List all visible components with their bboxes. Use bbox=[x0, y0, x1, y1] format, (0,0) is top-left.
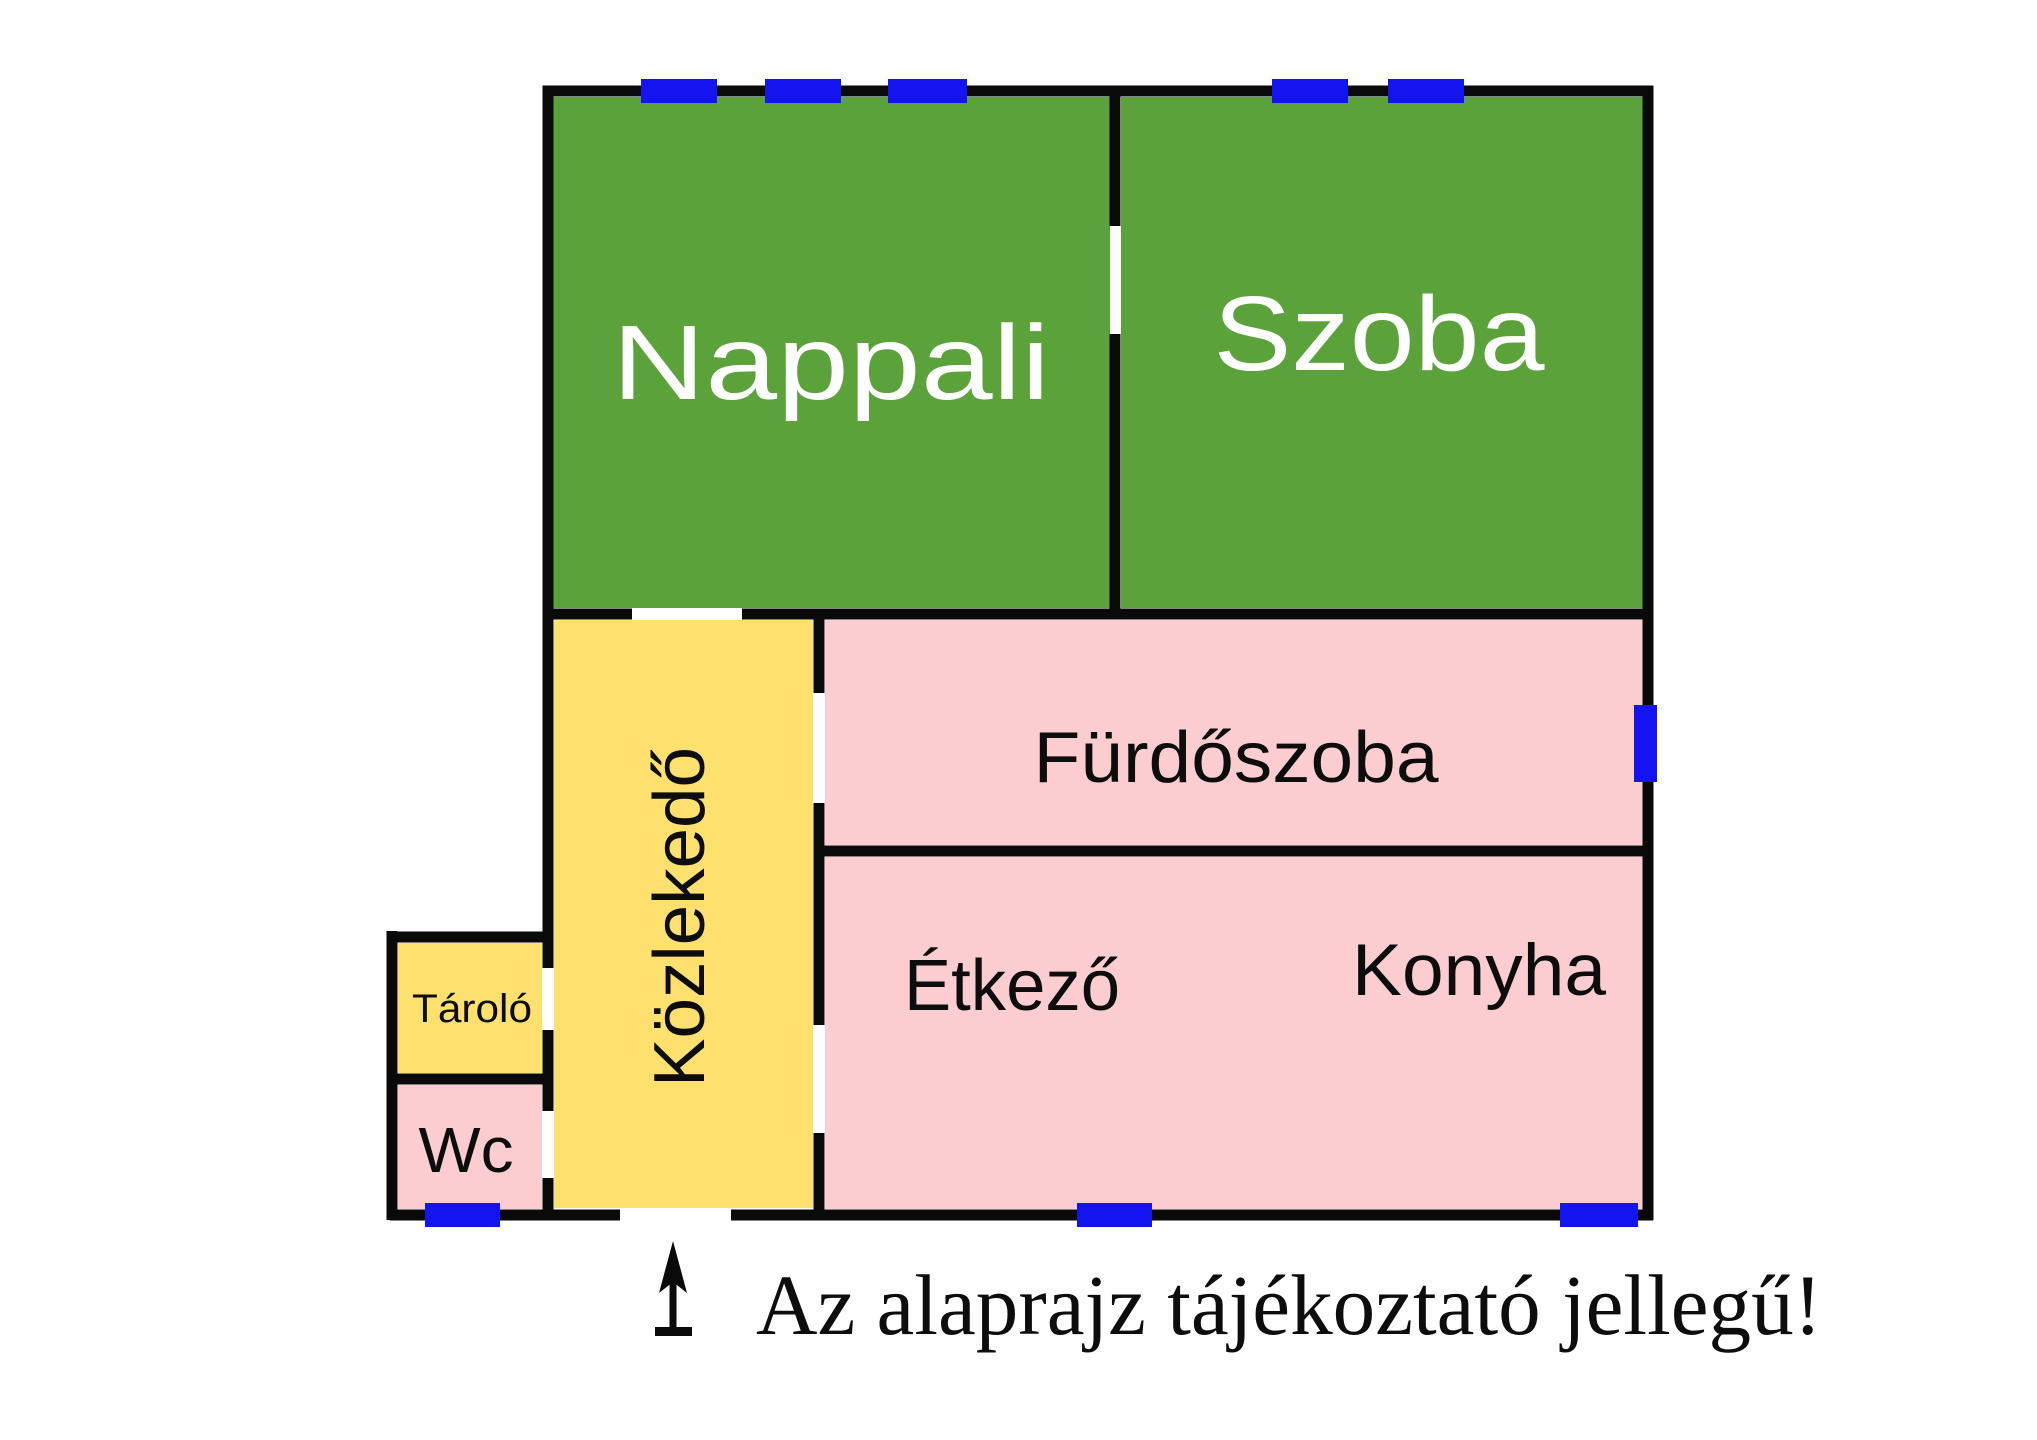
walls bbox=[386, 85, 1654, 1221]
room-labels: Nappali Szoba Fürdőszoba Étkező Konyha K… bbox=[412, 275, 1606, 1186]
north-arrow-shaft bbox=[669, 1275, 677, 1331]
room-szoba bbox=[1121, 97, 1643, 608]
room-label-wc: Wc bbox=[419, 1114, 514, 1186]
room-kozlekedo bbox=[554, 620, 813, 1208]
room-label-szoba: Szoba bbox=[1214, 275, 1545, 393]
window-icon bbox=[641, 79, 717, 103]
window-icon bbox=[1077, 1203, 1152, 1227]
window-icon bbox=[1634, 705, 1657, 782]
room-fills bbox=[398, 97, 1643, 1209]
window-markers bbox=[425, 79, 1657, 1227]
room-tarolo bbox=[398, 943, 542, 1073]
room-label-tarolo: Tároló bbox=[412, 987, 532, 1031]
room-label-nappali: Nappali bbox=[612, 304, 1050, 422]
room-label-furdoszoba: Fürdőszoba bbox=[1034, 718, 1440, 798]
window-icon bbox=[765, 79, 841, 103]
window-icon bbox=[1560, 1203, 1638, 1227]
north-arrow-base bbox=[655, 1327, 692, 1336]
north-arrow-head bbox=[659, 1241, 687, 1293]
room-label-konyha: Konyha bbox=[1352, 930, 1606, 1011]
room-wc bbox=[398, 1085, 542, 1209]
disclaimer-text: Az alaprajz tájékoztató jellegű! bbox=[756, 1257, 1822, 1353]
room-nappali bbox=[553, 97, 1110, 608]
room-etkezo-konyha bbox=[825, 857, 1643, 1209]
room-furdoszoba bbox=[825, 620, 1643, 845]
window-icon bbox=[888, 79, 967, 103]
north-arrow-icon bbox=[655, 1241, 692, 1336]
room-label-etkezo: Étkező bbox=[904, 946, 1120, 1026]
window-icon bbox=[1272, 79, 1348, 103]
room-label-kozlekedo: Közlekedő bbox=[640, 747, 720, 1087]
window-icon bbox=[425, 1203, 500, 1227]
window-icon bbox=[1388, 79, 1464, 103]
